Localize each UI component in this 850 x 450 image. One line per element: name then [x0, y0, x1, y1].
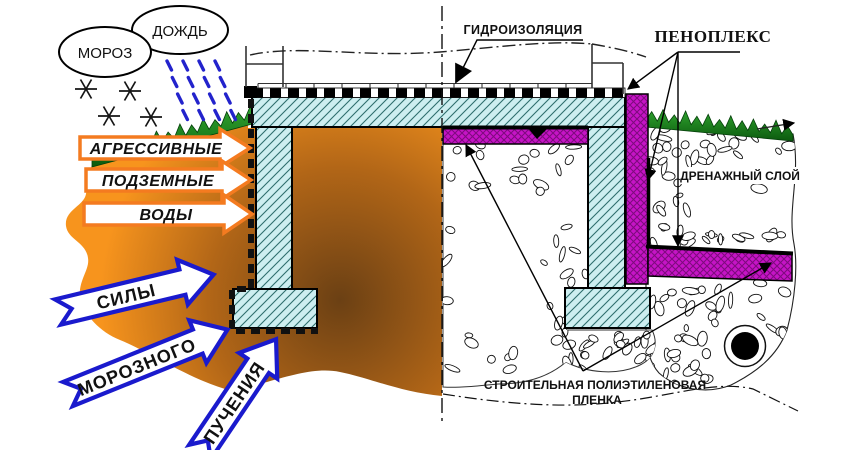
rain-drops-icon [165, 59, 238, 122]
penoplex-leader-1 [627, 51, 679, 90]
rain-cloud-label: ДОЖДЬ [152, 23, 208, 40]
frost-cloud-label: МОРОЗ [78, 45, 133, 62]
excavation-boundary-line [442, 385, 799, 412]
film-leader-right [582, 262, 773, 372]
left-footing [232, 288, 318, 329]
groundwater-label-3: ВОДЫ [140, 207, 193, 224]
drainage-layer-label: ДРЕНАЖНЫЙ СЛОЙ [680, 168, 800, 183]
waterproofing-label: ГИДРОИЗОЛЯЦИЯ [464, 23, 583, 37]
building-outline [245, 44, 624, 94]
penoplex-label: ПЕНОПЛЕКС [655, 27, 772, 46]
snowflakes-icon [75, 79, 162, 127]
left-foundation-wall [255, 126, 293, 290]
film-label-line1: СТРОИТЕЛЬНАЯ ПОЛИЭТИЛЕНОВАЯ [484, 378, 706, 392]
building-break-line [249, 42, 647, 58]
groundwater-label-2: ПОДЗЕМНЫЕ [102, 173, 215, 190]
gravel-region-center [442, 129, 656, 388]
film-skirt-line [645, 244, 794, 256]
film-fold-mark [528, 128, 548, 139]
grass-right [645, 108, 794, 142]
wall-waterproofing-dashes [229, 99, 318, 334]
callout-leaders [455, 39, 773, 372]
rain-cloud: ДОЖДЬ [131, 5, 229, 55]
penoplex-leader-2 [644, 51, 679, 182]
groundwater-arrows [78, 125, 256, 237]
film-leader-left [465, 143, 584, 372]
waterproofing-strip [244, 86, 626, 98]
floor-slab [251, 96, 626, 128]
film-label-line2: ПЛЕНКА [572, 393, 622, 407]
penoplex-under-slab [442, 127, 589, 145]
waterproofing-leader [455, 39, 583, 84]
groundwater-arrow-1 [78, 125, 254, 171]
gravel-stones-under-footing [550, 326, 656, 365]
slope-direction-arrow [756, 118, 796, 131]
brick-course-ticks [257, 82, 592, 88]
groundwater-arrow-2 [84, 157, 255, 203]
right-foundation-wall [587, 126, 626, 289]
penoplex-wall-strip [625, 93, 649, 285]
groundwater-label-1: АГРЕССИВНЫЕ [89, 141, 223, 158]
frost-cloud: МОРОЗ [58, 26, 152, 78]
drainage-pipe [723, 324, 767, 368]
groundwater-arrow-3 [82, 191, 256, 237]
groundwater-arrow-labels: АГРЕССИВНЫЕ ПОДЗЕМНЫЕ ВОДЫ [89, 141, 223, 224]
right-footing [564, 287, 651, 329]
drainage-label-bg [680, 167, 800, 184]
